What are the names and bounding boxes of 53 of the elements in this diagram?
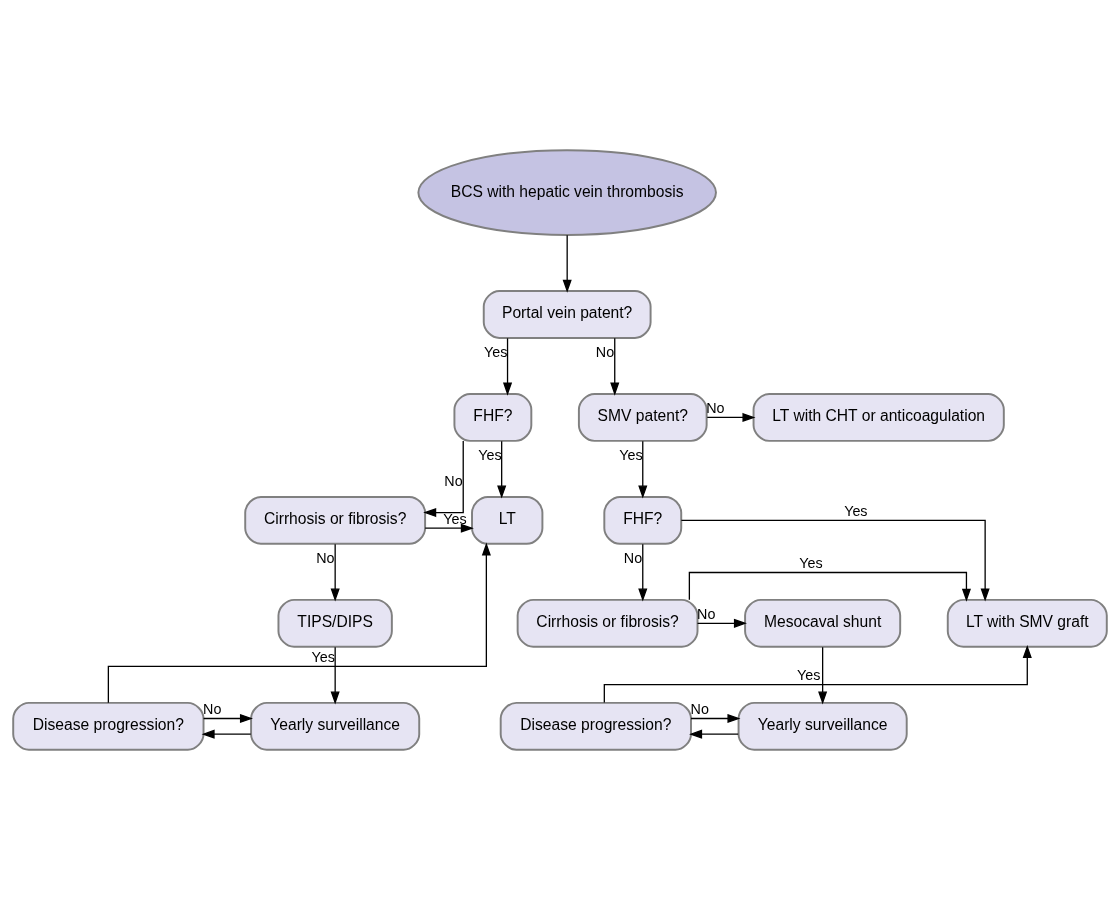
node-box: Yearly surveillance	[250, 701, 421, 751]
arrow	[423, 439, 464, 517]
arrow	[202, 713, 253, 723]
edge-label: No	[623, 549, 643, 566]
edge-label: Yes	[797, 666, 821, 683]
node-box: Portal vein patent?	[482, 289, 652, 339]
arrow	[610, 337, 620, 396]
edge-label: Yes	[443, 510, 467, 527]
arrow	[696, 618, 747, 628]
node-box: Yearly surveillance	[737, 701, 908, 751]
arrow	[502, 337, 513, 396]
edge-label: No	[595, 343, 615, 360]
node-box: FHF?	[603, 495, 683, 545]
arrow	[638, 440, 648, 499]
node-box: LT with SMV graft	[946, 598, 1108, 648]
edge-label: Yes	[844, 502, 868, 519]
arrow	[706, 412, 756, 422]
node-box: Disease progression?	[12, 701, 205, 751]
node-box: LT	[471, 495, 544, 545]
node-box: SMV patent?	[577, 392, 708, 442]
arrow	[688, 571, 971, 602]
edge-label: No	[706, 399, 725, 416]
arrow	[330, 543, 340, 602]
arrow	[497, 440, 507, 499]
arrow	[107, 542, 491, 703]
arrow	[818, 646, 828, 705]
node-box: Disease progression?	[499, 701, 692, 751]
arrow	[424, 523, 474, 533]
edge-label: Yes	[311, 648, 335, 665]
node-box: Cirrhosis or fibrosis?	[516, 598, 699, 648]
edge-label: Yes	[478, 446, 502, 463]
node-ellipse: BCS with hepatic vein thrombosis	[417, 148, 717, 236]
edge-label: Yes	[484, 343, 508, 360]
arrow	[689, 729, 739, 739]
arrow	[201, 729, 252, 739]
arrow	[330, 646, 340, 705]
node-box: LT with CHT or anticoagulation	[752, 392, 1005, 442]
arrow	[680, 519, 990, 601]
edge-label: No	[690, 700, 709, 717]
edge-label: No	[697, 605, 716, 622]
edge-label: Yes	[799, 554, 823, 571]
arrow	[603, 644, 1032, 703]
node-box: Mesocaval shunt	[744, 598, 902, 648]
edge-label: No	[316, 549, 335, 566]
node-box: TIPS/DIPS	[277, 598, 393, 648]
node-box: FHF?	[453, 392, 533, 442]
edge-label: No	[444, 472, 463, 489]
arrow	[690, 713, 741, 723]
node-box: Cirrhosis or fibrosis?	[244, 495, 427, 545]
edge-label: Yes	[619, 446, 643, 463]
edge-label: No	[203, 700, 222, 717]
arrow	[562, 234, 572, 293]
arrow	[638, 543, 648, 602]
